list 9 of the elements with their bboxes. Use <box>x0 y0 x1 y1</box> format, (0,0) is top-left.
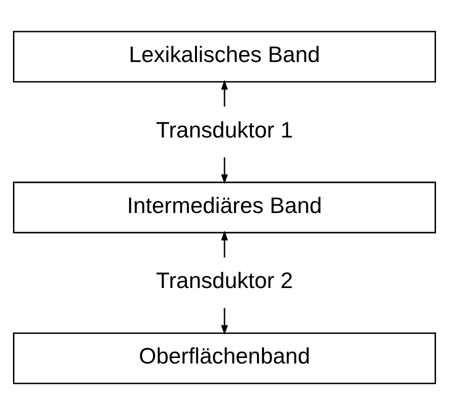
arrow <box>221 156 228 184</box>
node-text: Transduktor 1 <box>156 116 293 142</box>
node-box: Intermediäres Band <box>12 181 436 233</box>
arrow <box>221 308 228 334</box>
arrow <box>221 79 228 106</box>
node-text: Transduktor 2 <box>156 268 293 293</box>
node-box: Lexikalisches Band <box>12 30 436 82</box>
node-box: Oberflächenband <box>12 332 436 384</box>
arrow <box>221 230 228 257</box>
